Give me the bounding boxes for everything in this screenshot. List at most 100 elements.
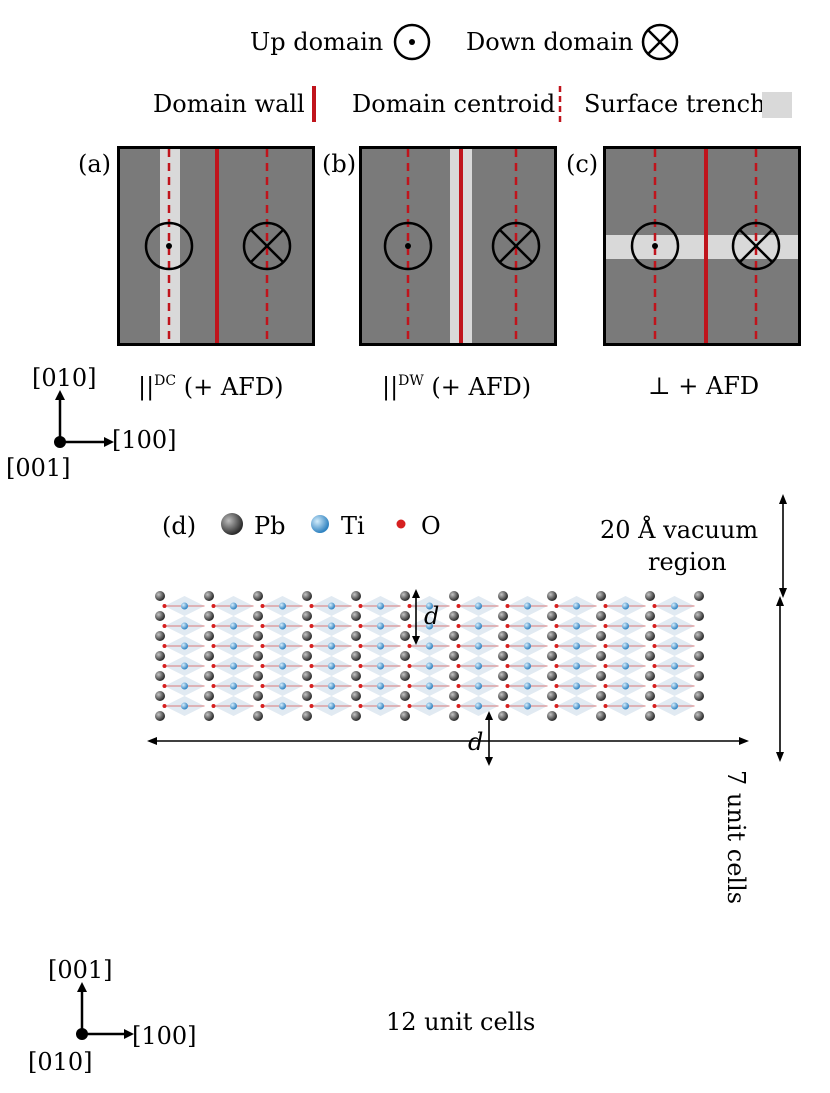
vacuum-label-line1: 20 Å vacuum	[600, 516, 759, 544]
ti-atom	[622, 682, 629, 690]
pb-atom	[596, 651, 606, 661]
ti-atom	[377, 702, 384, 710]
o-atom	[407, 704, 412, 708]
pb-atom	[351, 671, 361, 681]
pb-atom	[253, 711, 263, 721]
o-atom	[407, 624, 412, 628]
o-atom	[456, 644, 461, 648]
pb-atom	[596, 671, 606, 681]
ti-atom	[524, 702, 531, 710]
down-domain-icon	[731, 221, 781, 271]
o-atom	[456, 684, 461, 688]
o-atom	[211, 664, 216, 668]
pb-atom	[204, 631, 214, 641]
ti-atom	[181, 662, 188, 670]
pb-atom	[253, 671, 263, 681]
ti-atom	[524, 662, 531, 670]
pb-atom	[547, 711, 557, 721]
o-atom	[260, 704, 265, 708]
domain-centroid-icon	[558, 86, 562, 122]
o-atom	[652, 664, 657, 668]
ti-atom	[377, 682, 384, 690]
o-atom	[358, 624, 363, 628]
ti-atom	[328, 622, 335, 630]
pb-atom	[204, 671, 214, 681]
pb-atom	[253, 691, 263, 701]
o-atom	[456, 664, 461, 668]
o-atom	[554, 604, 559, 608]
ti-atom	[279, 702, 286, 710]
panel-a	[117, 146, 315, 346]
panel-b	[359, 146, 557, 346]
pb-atom	[498, 671, 508, 681]
o-atoms	[162, 604, 657, 708]
pb-atom	[498, 651, 508, 661]
o-atom	[309, 644, 314, 648]
pb-atom	[155, 651, 165, 661]
o-atom	[162, 704, 167, 708]
slab-width-label: 12 unit cells	[386, 1008, 536, 1036]
pb-atom	[498, 611, 508, 621]
ti-atom	[279, 602, 286, 610]
o-atom	[652, 684, 657, 688]
ti-atom	[475, 682, 482, 690]
axis-top-origin-label: [001]	[6, 454, 71, 482]
ti-atom-icon	[311, 515, 329, 533]
pb-atom	[155, 711, 165, 721]
pb-atom	[400, 611, 410, 621]
slab-height-arrow	[776, 596, 784, 762]
species-ti-label: Ti	[341, 512, 365, 540]
pb-atom	[400, 631, 410, 641]
ti-atom	[181, 602, 188, 610]
vacuum-label-line2: region	[648, 548, 727, 576]
pb-atom	[351, 651, 361, 661]
panel-b-graphic	[383, 149, 541, 343]
species-pb-label: Pb	[254, 512, 286, 540]
pb-atom	[302, 631, 312, 641]
ti-atom	[524, 642, 531, 650]
perovskite-slab	[155, 591, 704, 721]
o-atom	[211, 684, 216, 688]
pb-atom	[400, 651, 410, 661]
ti-atom	[622, 702, 629, 710]
o-atom	[505, 624, 510, 628]
ti-atom	[475, 702, 482, 710]
panel-a-graphic	[144, 149, 292, 343]
pb-atom	[694, 611, 704, 621]
pb-atom	[498, 711, 508, 721]
ti-atom	[622, 642, 629, 650]
pb-atom	[400, 671, 410, 681]
ti-atom	[475, 602, 482, 610]
ti-atom	[475, 622, 482, 630]
o-atom	[260, 624, 265, 628]
panel-c-graphic	[606, 149, 798, 343]
pb-atom	[449, 691, 459, 701]
down-domain-icon	[242, 221, 292, 271]
o-atom	[309, 684, 314, 688]
pb-atom	[351, 711, 361, 721]
pb-atom	[204, 611, 214, 621]
panel-a-caption: ||DC (+ AFD)	[138, 373, 284, 401]
panel-d-label: (d)	[162, 512, 197, 540]
o-atom	[211, 644, 216, 648]
pb-atom	[547, 631, 557, 641]
ti-atom	[426, 602, 433, 610]
legend-domain-centroid-label: Domain centroid	[352, 90, 556, 118]
o-atom	[407, 644, 412, 648]
pb-atom	[351, 611, 361, 621]
ti-atom	[426, 702, 433, 710]
ti-atom	[279, 622, 286, 630]
pb-atom	[302, 691, 312, 701]
pb-atom	[645, 611, 655, 621]
o-atom	[554, 644, 559, 648]
pb-atom	[302, 671, 312, 681]
ti-atom	[524, 682, 531, 690]
pb-atom	[400, 591, 410, 601]
ti-atom	[573, 702, 580, 710]
o-atom	[358, 664, 363, 668]
o-atom	[505, 684, 510, 688]
o-atom	[309, 704, 314, 708]
pb-atom	[694, 671, 704, 681]
pb-atom	[253, 631, 263, 641]
ti-atom	[230, 662, 237, 670]
